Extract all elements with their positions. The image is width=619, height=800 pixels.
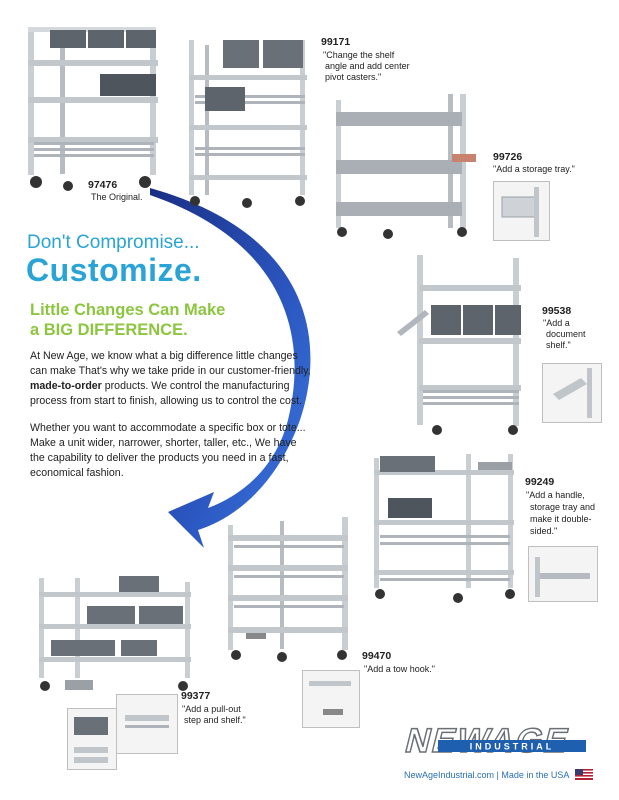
product-code-97476: 97476 [88,179,118,191]
product-caption-99538-line1: "Add a [543,318,570,328]
product-code-99377: 99377 [181,690,211,702]
product-code-99726: 99726 [493,151,523,163]
footer-website-link[interactable]: NewAgeIndustrial.com | Made in the USA [404,770,570,780]
product-code-99470: 99470 [362,650,392,662]
cart-99249-image [374,454,515,603]
product-caption-99726: "Add a storage tray." [493,164,575,174]
cart-97476-image [28,27,158,191]
product-caption-99171-line1: "Change the shelf [323,50,395,60]
product-code-99249: 99249 [525,476,555,488]
headline-dont-compromise: Don't Compromise... [27,232,200,253]
body-p1-line3: made-to-order products. We control the m… [30,379,370,394]
body-p2-line4: economical fashion. [30,467,124,479]
inset-pullout-shelf-image [116,694,178,754]
product-caption-99377-line2: step and shelf." [184,715,246,725]
made-to-order-emphasis: made-to-order [30,380,102,392]
cart-99171-image [189,40,307,208]
product-caption-99171-line2: angle and add center [325,61,410,71]
inset-storage-tray-image [493,181,550,241]
body-p1-line4: process from start to finish, allowing u… [30,395,303,407]
body-p1-line1: At New Age, we know what a big differenc… [30,350,298,362]
body-paragraph-2: Whether you want to accommodate a specif… [30,421,370,481]
body-p2-line2: Make a unit wider, narrower, shorter, ta… [30,437,297,449]
inset-document-shelf-image [542,363,602,423]
product-code-99171: 99171 [321,36,351,48]
cart-99538-image [397,255,521,435]
inset-handle-image [528,546,598,602]
cart-99470-image [228,517,348,662]
product-code-99538: 99538 [542,305,572,317]
logo-subword: INDUSTRIAL [470,742,555,752]
product-caption-99249-line3: make it double- [530,514,592,524]
subhead-line1: Little Changes Can Make [30,301,226,319]
product-caption-97476: The Original. [91,192,143,202]
product-caption-99538-line3: shelf." [546,340,571,350]
headline-customize: Customize. [26,252,202,288]
product-caption-99538-line2: document [546,329,586,339]
product-caption-99249-line4: sided." [530,526,558,536]
body-p1-line2: can make That's why we take pride in our… [30,365,311,377]
body-p2-line1: Whether you want to accommodate a specif… [30,422,306,434]
product-caption-99249-line2: storage tray and [530,502,596,512]
product-caption-99249-line1: "Add a handle, [526,490,585,500]
product-caption-99377-line1: "Add a pull-out [182,704,241,714]
inset-step-image [67,708,117,770]
inset-tow-hook-image [302,670,360,728]
product-caption-99470: "Add a tow hook." [364,664,435,674]
body-p1-line3-rest: products. We control the manufacturing [101,380,290,392]
subhead-line2: a BIG DIFFERENCE. [30,321,188,339]
cart-99377-image [39,576,191,691]
body-paragraph-1: At New Age, we know what a big differenc… [30,349,370,409]
newage-industrial-logo: NEWAGE INDUSTRIAL [401,722,586,761]
product-caption-99171-line3: pivot casters." [325,72,382,82]
body-p2-line3: the capability to deliver the products y… [30,452,289,464]
cart-99726-image [336,94,476,239]
us-flag-icon [575,769,593,780]
